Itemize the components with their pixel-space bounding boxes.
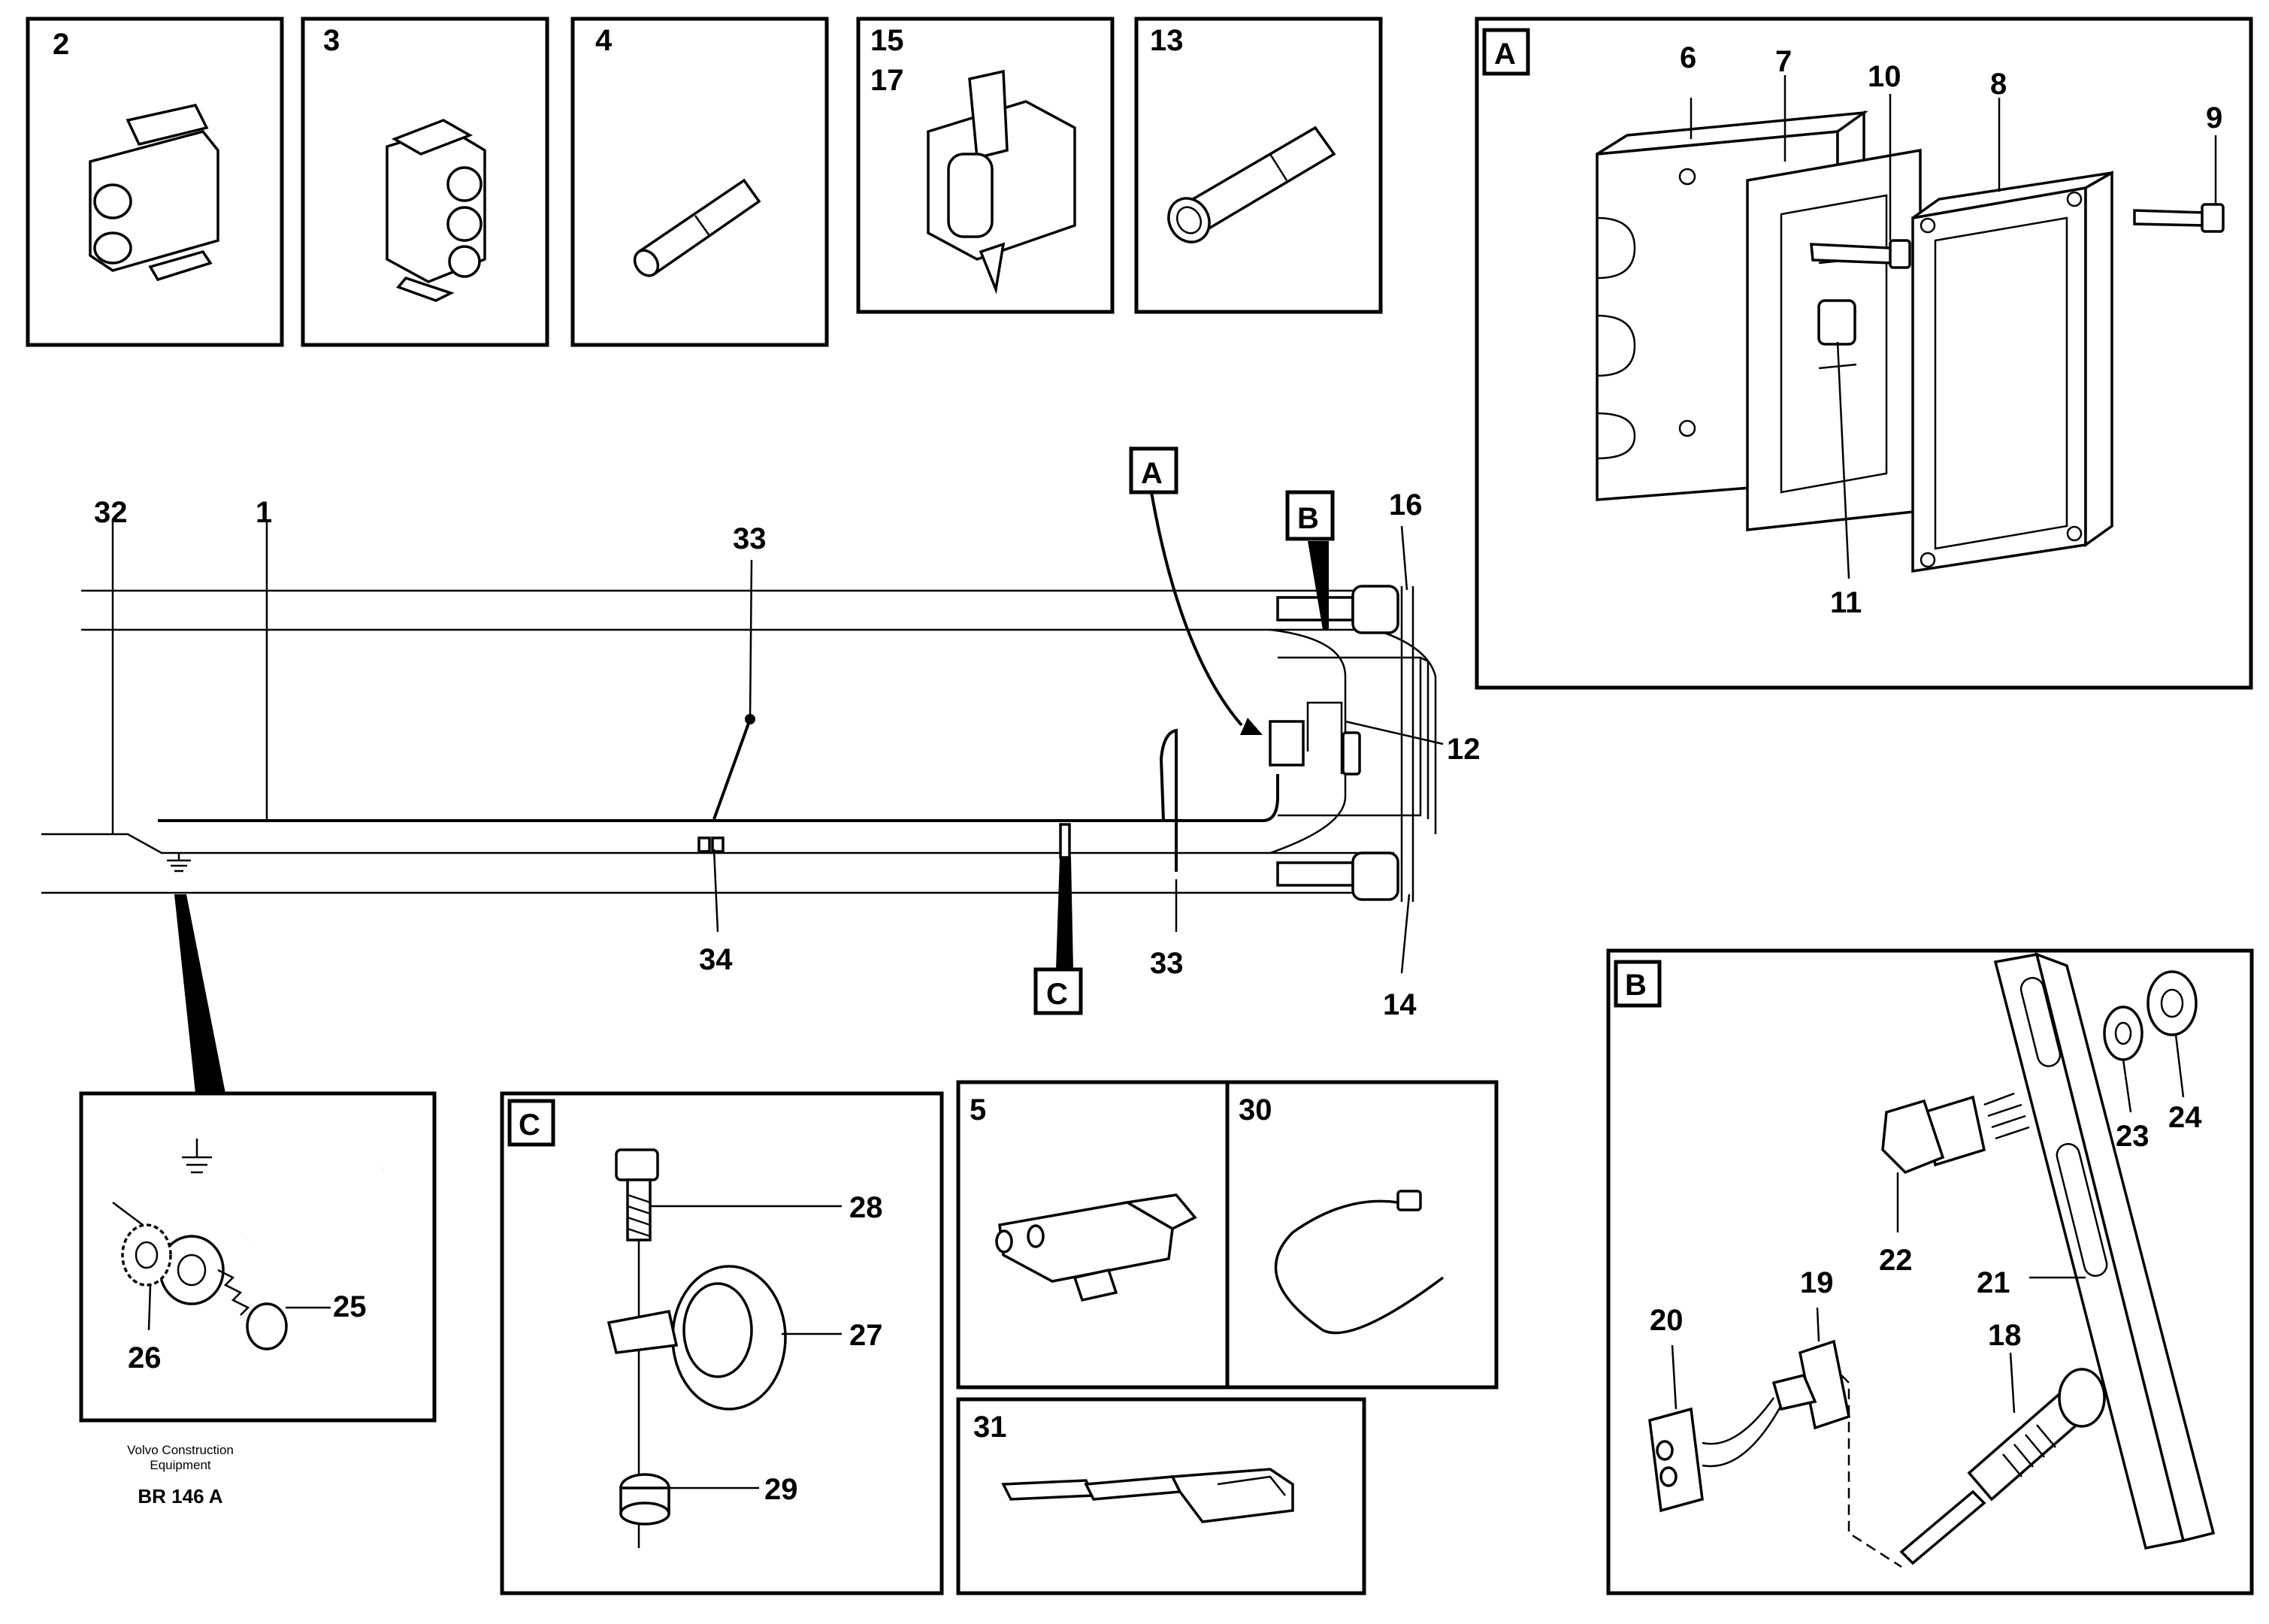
- cable-tie-30-icon: [1274, 1190, 1445, 1335]
- washer-23-icon: [2103, 1006, 2143, 1061]
- ground-symbol-detail-icon: [182, 1139, 212, 1174]
- ground-symbol-icon: [167, 853, 191, 872]
- panel-4-label: 4: [595, 24, 613, 57]
- callout-24: 24: [2168, 1101, 2202, 1134]
- callout-9: 9: [2206, 101, 2222, 135]
- callout-25: 25: [333, 1290, 367, 1323]
- connector-2-icon: [89, 103, 219, 282]
- drawing-ref: BR 146 A: [138, 1485, 222, 1508]
- screw-9-icon: [2133, 203, 2225, 233]
- washer-26-icon: [121, 1223, 172, 1287]
- butt-splice-13-icon: [1167, 126, 1336, 243]
- callout-29: 29: [764, 1473, 798, 1506]
- callout-34: 34: [699, 943, 733, 976]
- callout-20: 20: [1650, 1304, 1684, 1337]
- brand-line-2: Equipment: [150, 1458, 211, 1472]
- callout-16: 16: [1389, 488, 1423, 522]
- nut-24-icon: [2146, 970, 2198, 1036]
- sensor-18-icon: [1899, 1368, 2106, 1565]
- callout-1: 1: [256, 496, 272, 529]
- panel-13-label: 13: [1150, 24, 1184, 57]
- detail-b-panel: B: [1606, 948, 2254, 1595]
- callout-33-bottom: 33: [1150, 947, 1184, 980]
- detail-c-panel: C 28 27 29: [500, 1091, 944, 1595]
- callout-26: 26: [128, 1341, 162, 1375]
- cover-8-icon: [1911, 170, 2113, 573]
- footer: Volvo Construction Equipment BR 146 A: [127, 1443, 234, 1508]
- bolt-28-icon: [615, 1148, 659, 1241]
- detail-c-tag: C: [519, 1108, 540, 1142]
- panel-30-label: 30: [1239, 1093, 1272, 1127]
- holder-15-icon: [927, 69, 1076, 295]
- bracket-21-icon: [1993, 952, 2216, 1550]
- main-harness-view: A B C 32 1 33 34 33 16 12 14: [41, 446, 1481, 1093]
- callout-28: 28: [849, 1191, 883, 1224]
- callout-27: 27: [849, 1319, 883, 1352]
- panel-15-17: 15 17: [856, 17, 1115, 314]
- terminal-31-icon: [1001, 1468, 1294, 1523]
- clip-34-icon: [697, 836, 725, 853]
- ground-detail-panel: 25 26: [79, 1091, 437, 1423]
- main-tag-b: B: [1297, 502, 1319, 535]
- butt-splice-4-icon: [633, 178, 761, 277]
- callout-10: 10: [1868, 60, 1901, 93]
- panel-15-label: 15: [870, 24, 904, 57]
- screw-25-icon: [217, 1269, 288, 1350]
- panel-5: 5: [956, 1080, 1230, 1390]
- callout-8: 8: [1990, 68, 2007, 101]
- connector-5-icon: [995, 1193, 1197, 1302]
- grommet-27-icon: [607, 1265, 787, 1411]
- screw-10-icon: [1810, 239, 1911, 269]
- nut-29-icon: [619, 1473, 670, 1526]
- detail-a-tag: A: [1494, 38, 1516, 71]
- panel-30: 30: [1225, 1080, 1499, 1390]
- callout-33-top: 33: [733, 522, 767, 555]
- panel-5-label: 5: [970, 1093, 986, 1127]
- panel-3: 3: [301, 17, 549, 347]
- callout-7: 7: [1775, 45, 1792, 78]
- bolt-22-icon: [1881, 1092, 2030, 1175]
- panel-3-label: 3: [323, 24, 340, 57]
- callout-18: 18: [1988, 1319, 2022, 1352]
- ground-cable-icon: [159, 1152, 386, 1305]
- main-tag-a: A: [1141, 457, 1163, 490]
- connector-3-icon: [386, 119, 486, 302]
- panel-4: 4: [570, 17, 829, 347]
- callout-14: 14: [1383, 988, 1417, 1021]
- relay-11-icon: [1817, 299, 1856, 346]
- detail-b-tag: B: [1625, 969, 1647, 1002]
- panel-13: 13: [1134, 17, 1383, 314]
- callout-6: 6: [1680, 41, 1696, 74]
- panel-31-label: 31: [973, 1411, 1007, 1444]
- callout-19: 19: [1800, 1266, 1834, 1299]
- panel-2-label: 2: [53, 28, 69, 61]
- callout-22: 22: [1879, 1244, 1913, 1277]
- callout-21: 21: [1977, 1266, 2010, 1299]
- detail-a-panel: A: [1475, 17, 2253, 690]
- brand-line-1: Volvo Construction: [127, 1443, 234, 1457]
- main-tag-c: C: [1046, 978, 1068, 1011]
- callout-23: 23: [2116, 1120, 2149, 1153]
- clamp-c-icon: [1059, 823, 1071, 859]
- panel-2: 2: [26, 17, 284, 347]
- connector-20-icon: [1648, 1397, 1783, 1513]
- panel-31: 31: [956, 1397, 1366, 1595]
- plug-19-icon: [1771, 1339, 1851, 1430]
- callout-12: 12: [1447, 733, 1481, 766]
- callout-11: 11: [1830, 586, 1862, 619]
- callout-32: 32: [94, 496, 128, 529]
- panel-17-label: 17: [870, 64, 904, 97]
